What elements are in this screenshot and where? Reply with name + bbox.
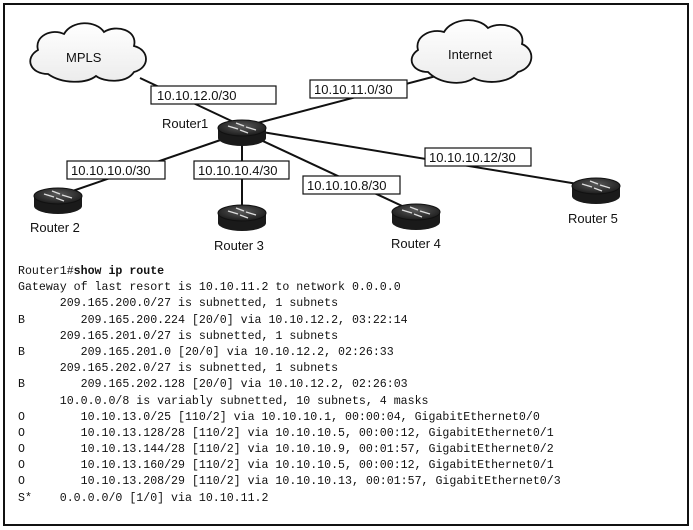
cli-line: B 209.165.202.128 [20/0] via 10.10.12.2,… — [18, 378, 408, 392]
cli-line: O 10.10.13.128/28 [110/2] via 10.10.10.5… — [18, 426, 554, 440]
cli-line: 209.165.201.0/27 is subnetted, 1 subnets — [18, 329, 339, 343]
subnet-box-r1-r5 — [424, 147, 532, 167]
mpls-label: MPLS — [66, 50, 102, 65]
cli-line: 10.0.0.0/8 is variably subnetted, 10 sub… — [18, 394, 429, 408]
subnet-labels: 10.10.12.0/30 10.10.11.0/30 10.10.10.0/3… — [66, 79, 532, 195]
network-topology-diagram: MPLS Internet 10.10.12.0/30 10.10.11.0/3… — [29, 19, 621, 253]
router5-label: Router 5 — [568, 211, 618, 226]
router4-label: Router 4 — [391, 236, 441, 251]
mpls-cloud: MPLS — [29, 22, 147, 83]
cli-line: B 209.165.200.224 [20/0] via 10.10.12.2,… — [18, 313, 408, 327]
cli-line: S* 0.0.0.0/0 [1/0] via 10.10.11.2 — [18, 491, 269, 505]
link-r1-r4 — [249, 134, 416, 213]
router-icon — [217, 204, 267, 231]
router4: Router 4 — [391, 203, 441, 251]
cli-line: O 10.10.13.208/29 [110/2] via 10.10.10.1… — [18, 475, 561, 489]
subnet-label-r1-r3: 10.10.10.4/30 — [198, 163, 278, 178]
subnet-label-r1-internet: 10.10.11.0/30 — [314, 82, 393, 97]
router1: Router1 — [162, 116, 267, 146]
cli-command: show ip route — [73, 265, 165, 278]
router1-label: Router1 — [162, 116, 208, 131]
subnet-label-r1-r5: 10.10.10.12/30 — [429, 150, 516, 165]
router2-label: Router 2 — [30, 220, 80, 235]
cli-line: O 10.10.13.144/28 [110/2] via 10.10.10.9… — [18, 443, 554, 457]
router-icon — [217, 119, 267, 146]
cli-command-line: Router1#show ip route — [18, 264, 688, 280]
internet-label: Internet — [448, 47, 492, 62]
router-icon — [571, 177, 621, 204]
router3: Router 3 — [214, 204, 267, 253]
router-icon — [33, 187, 83, 214]
internet-cloud: Internet — [410, 19, 533, 84]
subnet-label-r1-r4: 10.10.10.8/30 — [307, 178, 387, 193]
subnet-box-r1-mpls — [150, 85, 277, 105]
router3-label: Router 3 — [214, 238, 264, 253]
subnet-box-r1-r2 — [66, 160, 166, 180]
link-r1-internet — [249, 74, 441, 126]
router5: Router 5 — [568, 177, 621, 226]
cli-line: O 10.10.13.0/25 [110/2] via 10.10.10.1, … — [18, 410, 540, 424]
cli-line: 209.165.202.0/27 is subnetted, 1 subnets — [18, 362, 339, 376]
subnet-label-r1-mpls: 10.10.12.0/30 — [157, 88, 237, 103]
subnet-box-r1-r3 — [193, 160, 290, 180]
cli-line: O 10.10.13.160/29 [110/2] via 10.10.10.5… — [18, 459, 554, 473]
cli-line: 209.165.200.0/27 is subnetted, 1 subnets — [18, 297, 339, 311]
router-icon — [391, 203, 441, 230]
cli-line: Gateway of last resort is 10.10.11.2 to … — [18, 281, 401, 295]
subnet-box-r1-internet — [309, 79, 408, 99]
cli-prompt: Router1# — [18, 265, 74, 278]
subnet-label-r1-r2: 10.10.10.0/30 — [71, 163, 151, 178]
router2: Router 2 — [30, 187, 83, 235]
subnet-box-r1-r4 — [302, 175, 401, 195]
cli-line: B 209.165.201.0 [20/0] via 10.10.12.2, 0… — [18, 345, 394, 359]
